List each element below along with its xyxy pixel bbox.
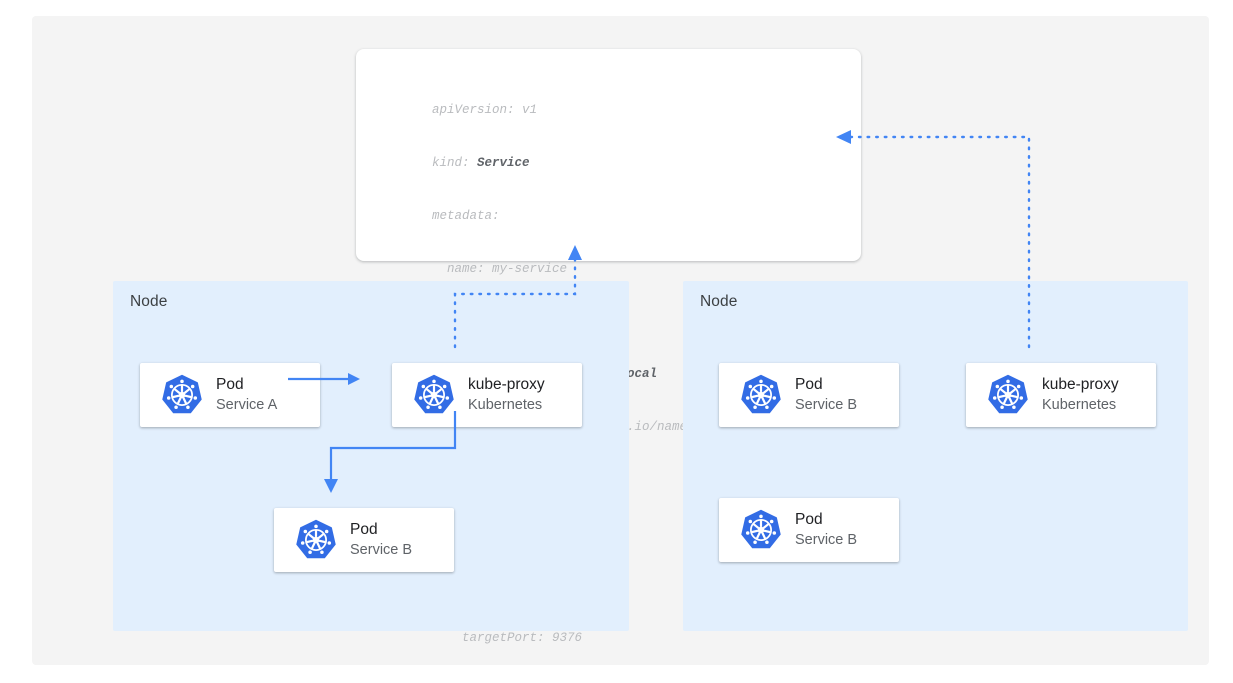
card-title: kube-proxy <box>1042 376 1119 393</box>
card-text: kube-proxy Kubernetes <box>1042 375 1119 415</box>
node-container-right: Node <box>683 281 1188 631</box>
kubernetes-logo-icon <box>294 518 338 562</box>
card-title: Pod <box>216 376 244 393</box>
card-text: Pod Service B <box>795 375 857 415</box>
card-pod-service-b-right-top[interactable]: Pod Service B <box>719 363 899 427</box>
card-pod-service-b-left[interactable]: Pod Service B <box>274 508 454 572</box>
yaml-line-apiversion: apiVersion: v1 <box>432 103 538 118</box>
yaml-line-kind: kind: Service <box>432 155 740 173</box>
kubernetes-logo-icon <box>412 373 456 417</box>
card-kube-proxy-left[interactable]: kube-proxy Kubernetes <box>392 363 582 427</box>
kubernetes-logo-icon <box>739 373 783 417</box>
kubernetes-logo-icon <box>986 373 1030 417</box>
card-subtitle: Service B <box>795 397 858 413</box>
kubernetes-logo-icon <box>739 508 783 552</box>
card-title: kube-proxy <box>468 376 545 393</box>
yaml-line-name: name: my-service <box>432 261 568 276</box>
card-title: Pod <box>795 376 823 393</box>
card-text: Pod Service B <box>350 520 412 560</box>
card-subtitle: Service A <box>216 397 278 413</box>
diagram-canvas: apiVersion: v1 kind: Service metadata: n… <box>32 16 1209 665</box>
node-label-right: Node <box>700 293 738 310</box>
node-label-left: Node <box>130 293 168 310</box>
service-manifest-card: apiVersion: v1 kind: Service metadata: n… <box>356 49 861 645</box>
card-pod-service-b-right-bottom[interactable]: Pod Service B <box>719 498 899 562</box>
yaml-kind-prefix: kind: <box>432 155 478 170</box>
card-title: Pod <box>795 511 823 528</box>
card-subtitle: Service B <box>795 532 858 548</box>
card-text: kube-proxy Kubernetes <box>468 375 545 415</box>
card-pod-service-a[interactable]: Pod Service A <box>140 363 320 427</box>
node-container-left: Node <box>113 281 629 631</box>
card-subtitle: Service B <box>350 542 413 558</box>
yaml-kind-value: Service <box>477 155 530 170</box>
card-title: Pod <box>350 521 378 538</box>
card-subtitle: Kubernetes <box>1042 397 1117 413</box>
card-text: Pod Service A <box>216 375 277 415</box>
kubernetes-logo-icon <box>160 373 204 417</box>
card-kube-proxy-right[interactable]: kube-proxy Kubernetes <box>966 363 1156 427</box>
yaml-line-metadata: metadata: <box>432 208 500 223</box>
yaml-line-targetport: targetPort: 9376 <box>432 631 583 645</box>
card-text: Pod Service B <box>795 510 857 550</box>
card-subtitle: Kubernetes <box>468 397 543 413</box>
